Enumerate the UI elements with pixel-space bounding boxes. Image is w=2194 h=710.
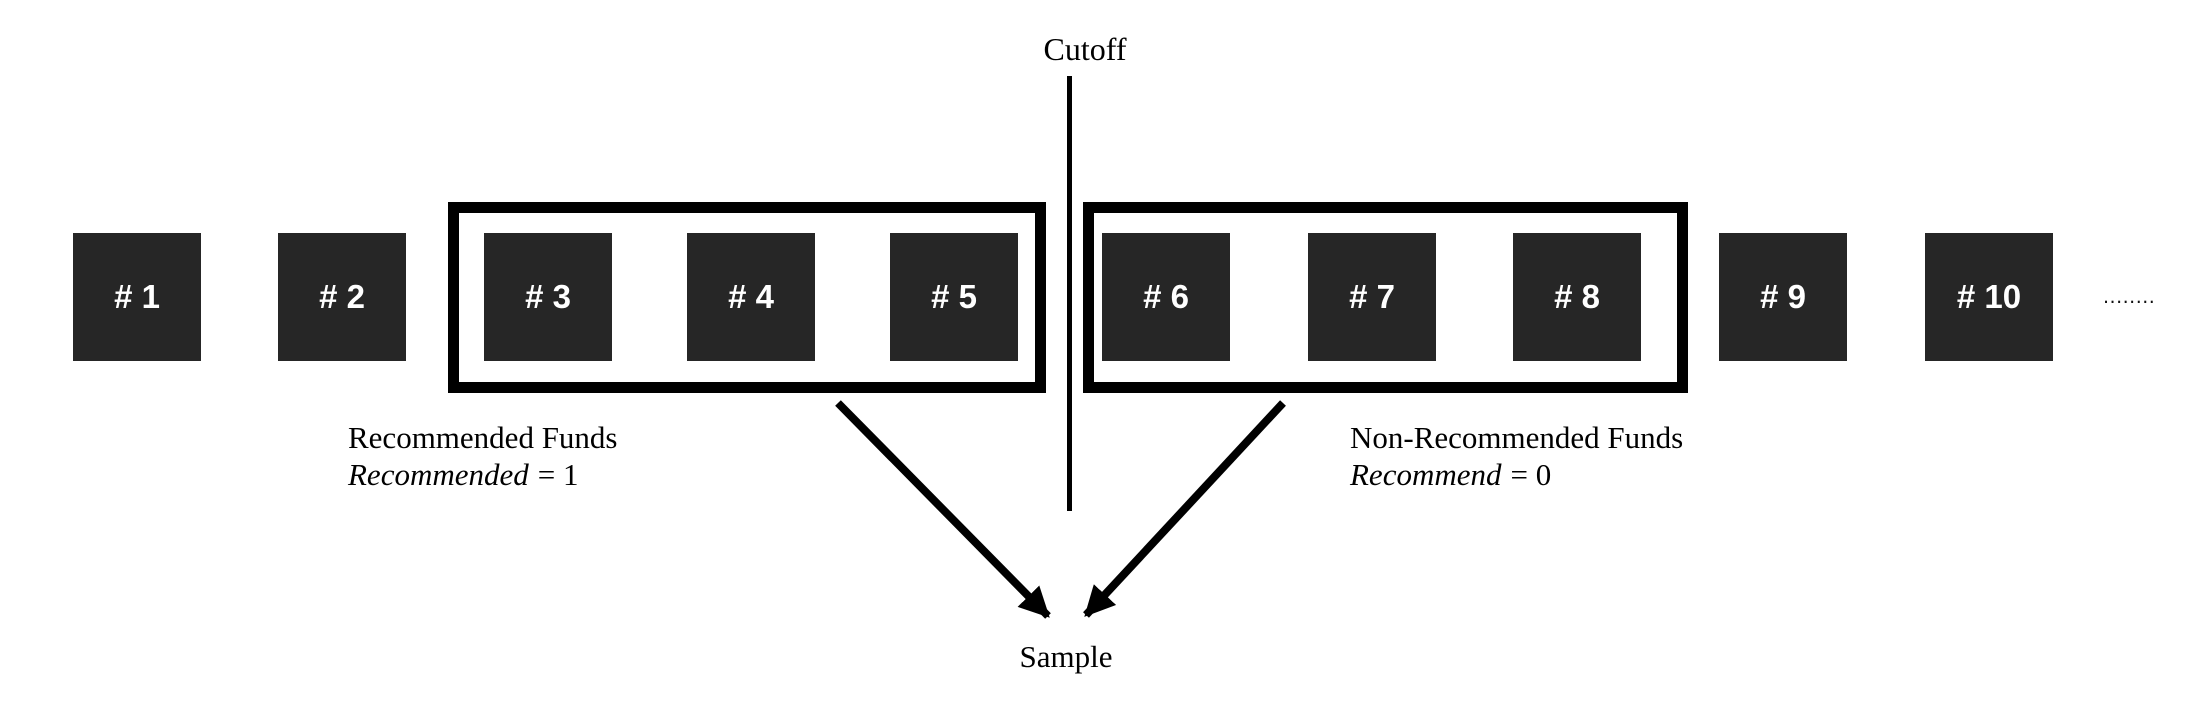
right-sample-arrow [1083,400,1286,618]
fund-box-label: # 3 [525,278,571,315]
non-recommended-value: = 0 [1510,457,1552,492]
fund-box-label: # 2 [319,278,365,315]
fund-box-label: # 7 [1349,278,1395,315]
fund-box-10: # 10 [1925,233,2053,361]
fund-box-2: # 2 [278,233,406,361]
fund-box-9: # 9 [1719,233,1847,361]
fund-box-5: # 5 [890,233,1018,361]
recommended-group-title: Recommended Funds [348,420,618,455]
fund-box-3: # 3 [484,233,612,361]
fund-box-label: # 1 [114,278,160,315]
sample-label: Sample [1019,639,1113,674]
ellipsis-dots: ........ [2103,286,2156,308]
fund-box-label: # 4 [728,278,774,315]
fund-box-6: # 6 [1102,233,1230,361]
fund-box-4: # 4 [687,233,815,361]
recommended-group-equation: Recommended= 1 [348,456,618,493]
non-recommended-group-label: Non-Recommended Funds Recommend= 0 [1350,419,1683,493]
recommended-variable: Recommended [348,457,529,492]
fund-box-label: # 5 [931,278,977,315]
fund-box-label: # 9 [1760,278,1806,315]
recommended-group-label: Recommended Funds Recommended= 1 [348,419,618,493]
fund-box-8: # 8 [1513,233,1641,361]
cutoff-label: Cutoff [1043,31,1127,67]
recommended-value: = 1 [537,457,579,492]
non-recommended-group-outline [1083,202,1688,393]
non-recommended-variable: Recommend [1350,457,1502,492]
fund-box-label: # 8 [1554,278,1600,315]
non-recommended-group-equation: Recommend= 0 [1350,456,1683,493]
fund-box-7: # 7 [1308,233,1436,361]
fund-box-label: # 6 [1143,278,1189,315]
recommended-group-outline [448,202,1046,393]
left-sample-arrow [835,400,1051,619]
non-recommended-group-title: Non-Recommended Funds [1350,420,1684,455]
fund-box-1: # 1 [73,233,201,361]
fund-box-label: # 10 [1956,278,2022,315]
